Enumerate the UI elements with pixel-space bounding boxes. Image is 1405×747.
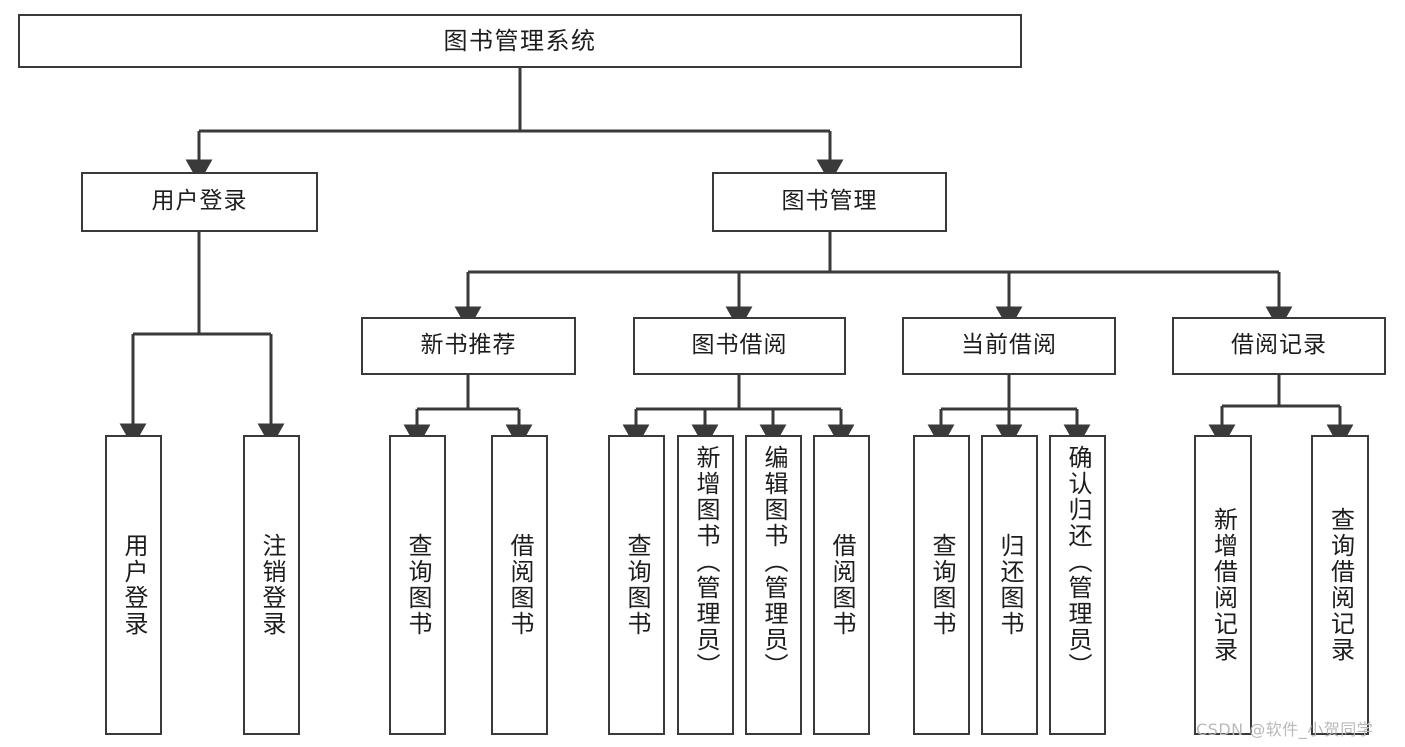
leaf-edit-book[interactable]: 编辑图书（管理员） [745,435,802,735]
node-current-borrow-label: 当前借阅 [961,332,1057,359]
leaf-add-book-label: 新增图书（管理员） [691,445,720,679]
node-root-label: 图书管理系统 [443,26,597,55]
leaf-logout-login-label: 注销登录 [257,533,286,637]
leaf-query-book-recommend-label: 查询图书 [403,533,432,637]
node-book-borrow[interactable]: 图书借阅 [633,317,846,375]
leaf-query-book-borrow[interactable]: 查询图书 [608,435,665,735]
node-book-manage[interactable]: 图书管理 [712,172,947,232]
leaf-return-book-label: 归还图书 [995,533,1024,637]
leaf-query-book-recommend[interactable]: 查询图书 [389,435,446,735]
leaf-edit-book-label: 编辑图书（管理员） [759,445,788,679]
leaf-query-borrow-record[interactable]: 查询借阅记录 [1311,435,1369,735]
csdn-watermark: CSDN @软件_小贺同学 [1196,720,1374,739]
leaf-borrow-book-borrow-label: 借阅图书 [827,533,856,637]
leaf-borrow-book-recommend[interactable]: 借阅图书 [491,435,548,735]
leaf-query-book-current[interactable]: 查询图书 [913,435,970,735]
leaf-confirm-return[interactable]: 确认归还（管理员） [1049,435,1106,735]
leaf-add-borrow-record-label: 新增借阅记录 [1209,507,1238,663]
node-root[interactable]: 图书管理系统 [18,14,1022,68]
leaf-borrow-book-recommend-label: 借阅图书 [505,533,534,637]
node-borrow-record[interactable]: 借阅记录 [1172,317,1386,375]
leaf-borrow-book-borrow[interactable]: 借阅图书 [813,435,870,735]
leaf-query-book-current-label: 查询图书 [927,533,956,637]
node-book-manage-label: 图书管理 [781,188,878,215]
leaf-user-login-label: 用户登录 [119,533,148,637]
node-current-borrow[interactable]: 当前借阅 [902,317,1116,375]
leaf-query-borrow-record-label: 查询借阅记录 [1326,507,1355,663]
node-new-book-recommend-label: 新书推荐 [420,332,517,359]
leaf-query-book-borrow-label: 查询图书 [622,533,651,637]
leaf-return-book[interactable]: 归还图书 [981,435,1038,735]
leaf-user-login[interactable]: 用户登录 [105,435,162,735]
leaf-add-borrow-record[interactable]: 新增借阅记录 [1194,435,1252,735]
node-borrow-record-label: 借阅记录 [1231,332,1327,359]
node-book-borrow-label: 图书借阅 [691,332,788,359]
node-user-login[interactable]: 用户登录 [81,172,318,232]
node-new-book-recommend[interactable]: 新书推荐 [361,317,576,375]
node-user-login-label: 用户登录 [151,188,248,215]
leaf-confirm-return-label: 确认归还（管理员） [1063,445,1092,679]
leaf-add-book[interactable]: 新增图书（管理员） [677,435,734,735]
leaf-logout-login[interactable]: 注销登录 [243,435,300,735]
